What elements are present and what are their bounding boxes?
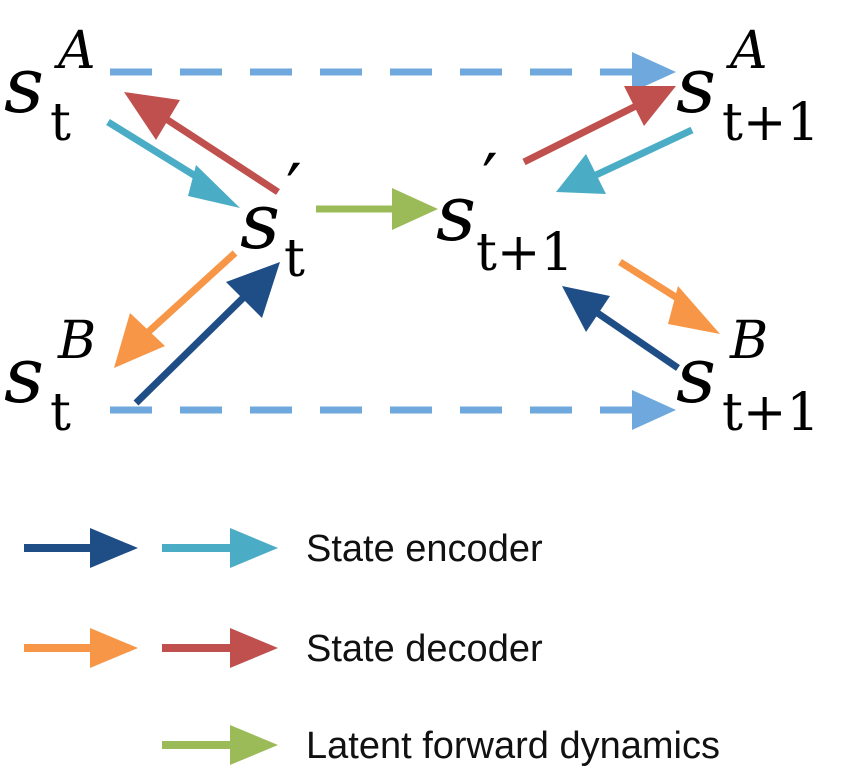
- svg-text:B: B: [729, 311, 768, 371]
- node-s-t-B: s B t: [4, 311, 96, 443]
- svg-text:t+1: t+1: [722, 383, 820, 443]
- svg-text:t+1: t+1: [476, 223, 574, 283]
- legend-arrow-dynamics-green: [162, 725, 278, 765]
- legend-arrow-decoder-orange: [24, 628, 138, 668]
- node-s-t1-A: s A t+1: [676, 21, 820, 153]
- legend-row-decoder: State decoder: [24, 628, 543, 670]
- arrow-decoder-orange-left: [114, 250, 238, 368]
- svg-text:s: s: [4, 41, 44, 131]
- legend-arrow-decoder-red: [162, 628, 278, 668]
- legend-arrow-encoder-dark: [24, 528, 138, 568]
- legend-row-dynamics: Latent forward dynamics: [162, 725, 720, 767]
- svg-text:s: s: [240, 177, 280, 267]
- svg-text:t+1: t+1: [722, 93, 820, 153]
- dashed-arrow-B: [110, 390, 676, 430]
- svg-text:s: s: [676, 331, 716, 421]
- node-s-t1-B: s B t+1: [676, 311, 820, 443]
- svg-text:t: t: [50, 383, 71, 443]
- legend-row-encoder: State encoder: [24, 528, 543, 570]
- svg-text:t: t: [50, 93, 71, 153]
- arrow-encoder-light-left: [106, 119, 240, 208]
- svg-text:s: s: [4, 331, 44, 421]
- svg-text:′: ′: [286, 149, 302, 231]
- svg-text:B: B: [57, 311, 96, 371]
- arrow-encoder-light-right: [556, 126, 694, 194]
- arrow-encoder-dark-left: [133, 262, 280, 406]
- svg-text:′: ′: [482, 139, 498, 221]
- arrow-decoder-red-right: [522, 86, 676, 166]
- arrow-decoder-orange-right: [618, 259, 720, 334]
- legend-label-decoder: State decoder: [306, 628, 543, 670]
- legend: State encoder State decoder Latent forwa…: [24, 528, 720, 767]
- node-s-t-A: s A t: [4, 21, 96, 153]
- svg-text:s: s: [436, 169, 476, 259]
- legend-arrow-encoder-light: [162, 528, 278, 568]
- legend-label-dynamics: Latent forward dynamics: [306, 725, 720, 767]
- legend-label-encoder: State encoder: [306, 528, 543, 570]
- svg-text:t: t: [284, 229, 305, 289]
- svg-text:A: A: [54, 21, 96, 81]
- svg-text:A: A: [726, 21, 768, 81]
- node-s-t-prime: s ′ t: [240, 149, 305, 289]
- node-s-t1-prime: s ′ t+1: [436, 139, 574, 283]
- arrow-encoder-dark-right: [562, 286, 680, 371]
- arrow-decoder-red-left: [124, 92, 280, 195]
- arrow-latent-dynamics: [316, 188, 438, 230]
- svg-text:s: s: [676, 41, 716, 131]
- dashed-arrow-A: [110, 52, 676, 92]
